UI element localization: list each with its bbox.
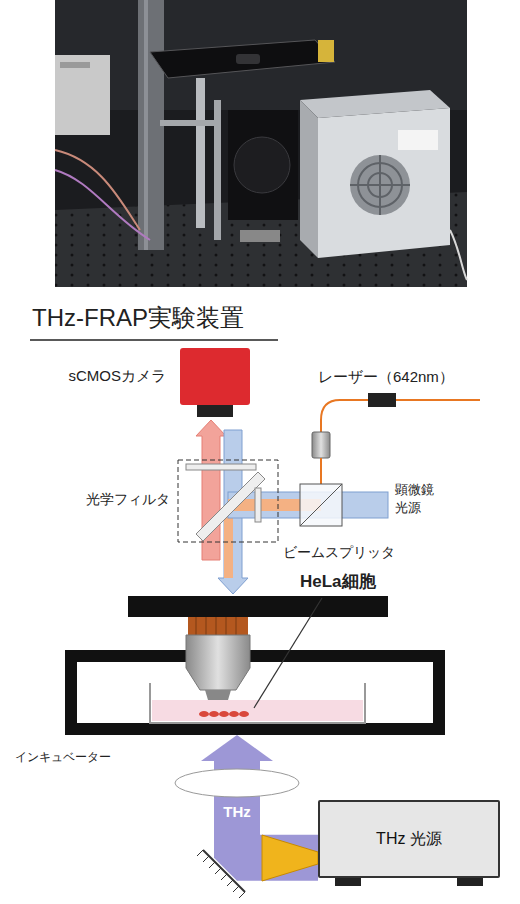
beam-splitter-cube	[300, 484, 342, 526]
lab-photo	[55, 0, 467, 287]
filter-label: 光学フィルタ	[86, 491, 170, 508]
objective-lens	[186, 617, 250, 700]
thz-lens	[175, 769, 299, 797]
source-feet	[335, 878, 483, 886]
thz-horn	[262, 835, 318, 881]
beam-label: THz	[220, 803, 254, 821]
node-label: THz 光源	[376, 829, 442, 848]
thz-mirror	[197, 850, 245, 898]
camera-mount	[197, 405, 233, 417]
arrow-head	[201, 735, 273, 761]
beam-splitter-label: ビームスプリッタ	[283, 544, 395, 561]
figure-title: THz-FRAP実験装置	[32, 304, 244, 333]
camera-body: sCMOSカメラ	[180, 348, 250, 405]
laser-label: レーザー（642nm）	[318, 368, 454, 386]
optical-filter-unit	[178, 460, 278, 542]
leader-line	[254, 598, 322, 708]
thz-source-box: THz 光源	[318, 800, 500, 878]
laser-fiber	[312, 393, 480, 484]
node-label: sCMOSカメラ	[69, 367, 167, 385]
node-label: インキュベーター	[15, 750, 111, 764]
cell-label: HeLa細胞	[300, 572, 376, 592]
stage-plate	[128, 596, 388, 617]
title-underline	[30, 339, 278, 341]
light-source-label: 顕微鏡 光源	[395, 481, 439, 516]
